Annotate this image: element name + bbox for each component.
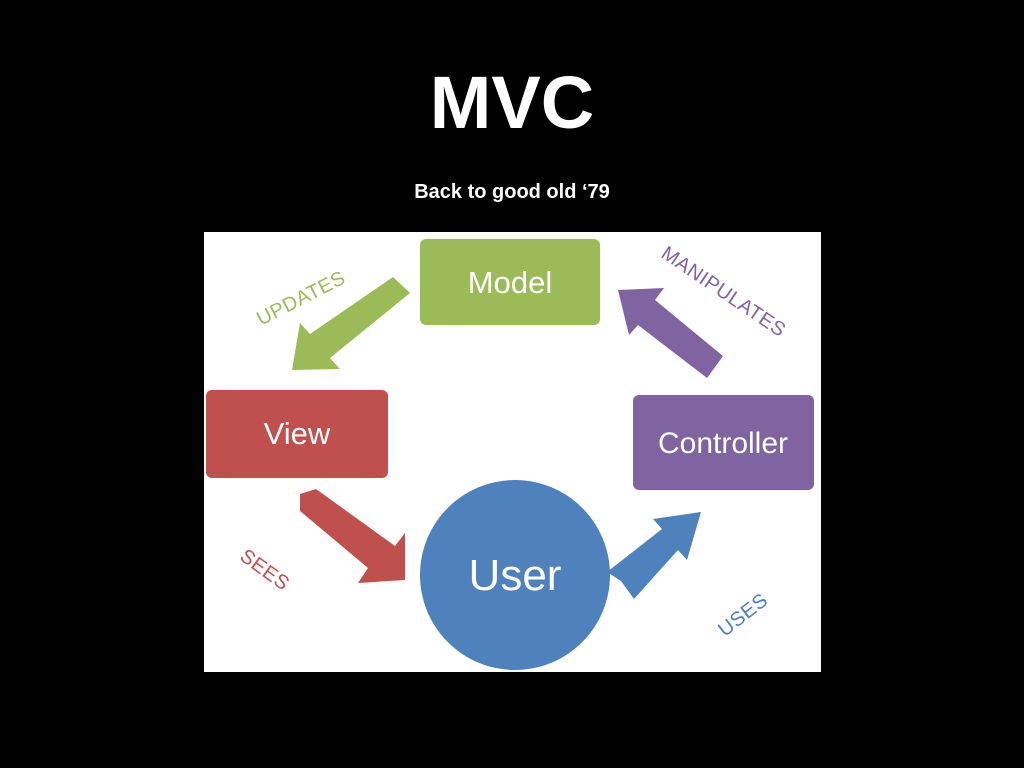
mvc-diagram: Model View Controller User UPDATES SEES … — [204, 232, 821, 672]
slide-subtitle: Back to good old ‘79 — [414, 181, 610, 203]
uses-arrow — [607, 512, 701, 599]
view-label: View — [264, 416, 331, 451]
model-label: Model — [468, 265, 552, 300]
uses-label: USES — [714, 589, 772, 641]
model-node: Model — [420, 239, 600, 325]
controller-node: Controller — [633, 395, 814, 490]
user-node: User — [420, 480, 610, 670]
manipulates-arrow — [618, 288, 723, 378]
view-node: View — [206, 390, 388, 478]
sees-arrow — [300, 489, 405, 583]
updates-arrow — [292, 277, 410, 370]
user-label: User — [469, 551, 562, 600]
sees-label: SEES — [236, 545, 294, 595]
controller-label: Controller — [658, 427, 788, 460]
slide-title: MVC — [429, 61, 595, 144]
